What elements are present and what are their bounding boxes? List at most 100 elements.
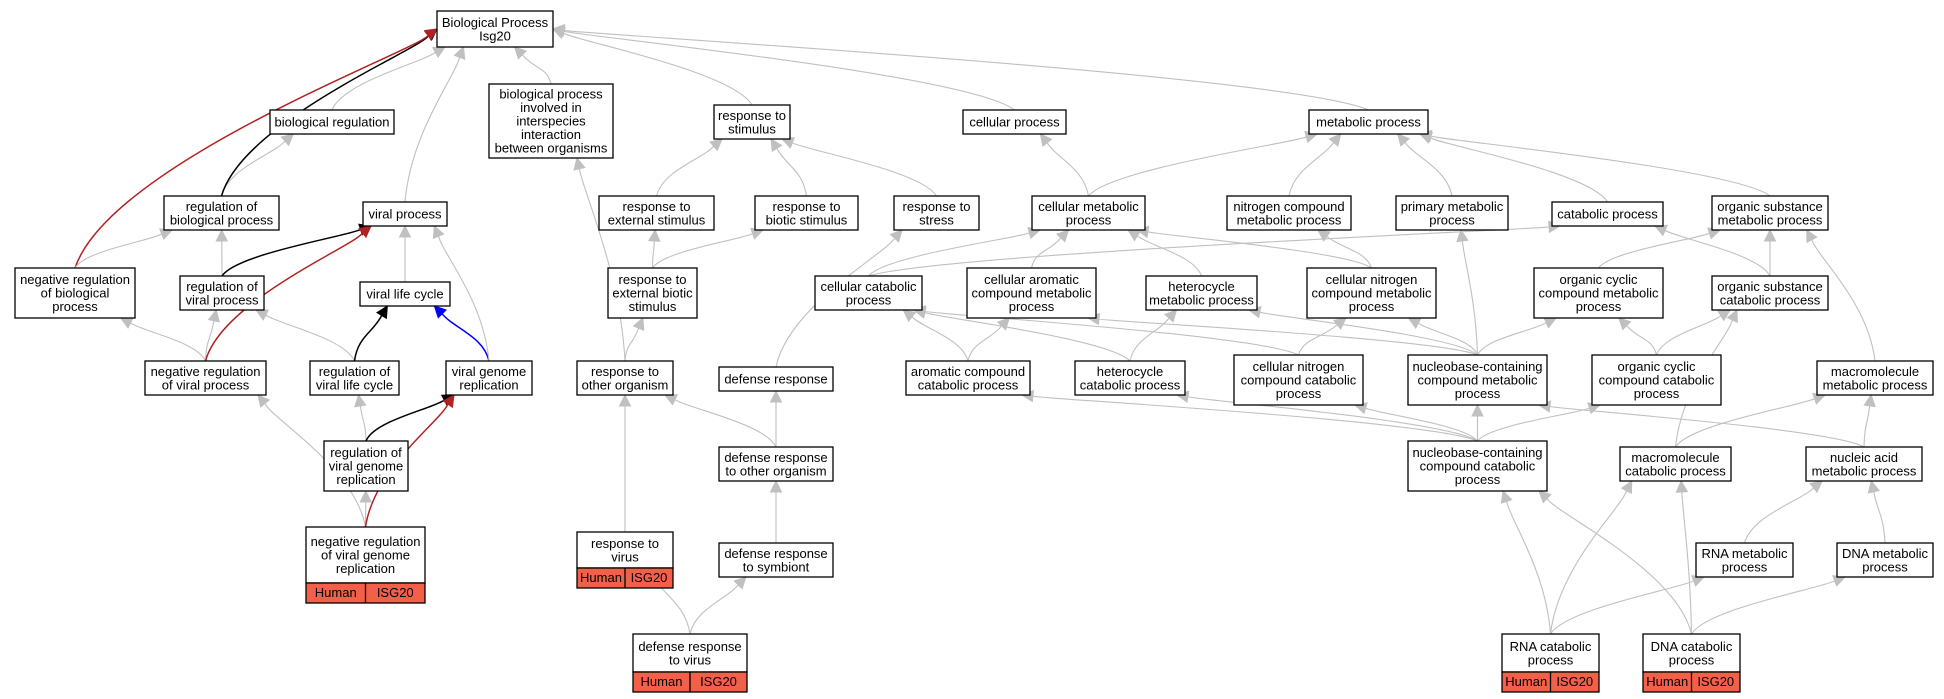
go-term-node[interactable]: catabolic process [1551,201,1664,227]
edge-arrowhead [358,225,372,239]
node-label: regulation of [186,279,258,294]
node-label: external stimulus [608,212,706,227]
edge [792,142,937,197]
edge [563,29,1369,111]
edge [624,327,640,362]
node-box [1711,195,1829,231]
edge [1664,229,1771,277]
node-label: metabolic process [1823,377,1928,392]
edge [204,320,215,362]
node-label: heterocycle [1097,364,1163,379]
node-label: to virus [669,652,711,667]
edge [1032,395,1478,442]
go-term-node[interactable]: metabolic process [1308,109,1429,135]
node-box [1407,440,1548,492]
node-label: external biotic [612,286,693,301]
edge [1811,239,1876,362]
node-label: viral genome [452,364,526,379]
edge [578,168,626,362]
go-term-node[interactable]: viral life cycle [359,281,451,307]
node-label: Isg20 [479,28,511,43]
node-label: compound catabolic [1420,459,1536,474]
edge [1549,490,1628,635]
annotation-gene: ISG20 [1556,674,1593,689]
node-box [179,275,265,311]
edge-arrowhead [1618,317,1632,331]
edge-arrowhead [1396,133,1411,147]
node-box [893,195,980,231]
node-box [1308,109,1429,135]
node-label: viral genome [329,459,403,474]
node-box [144,360,267,396]
edge-arrowhead [442,394,455,409]
go-term-node[interactable]: defense response [718,366,834,392]
go-term-node[interactable]: viral process [362,201,448,227]
node-box [966,267,1097,319]
node-box [1619,446,1732,482]
edge [1681,491,1693,635]
node-label: to symbiont [743,559,810,574]
node-label: process [52,299,98,314]
edge-arrowhead [432,224,445,240]
edge-arrowhead [215,228,229,242]
edges-layer [74,23,1886,635]
node-label: interspecies [516,114,586,129]
annotation-species: Human [580,570,622,585]
node-label: defense response [724,450,827,465]
node-box [1074,360,1186,396]
node-box [754,195,859,231]
edge [204,232,364,362]
node-box [1533,267,1664,319]
edge-arrowhead [551,23,566,37]
node-label: cellular aromatic [984,272,1079,287]
go-term-node[interactable]: cellular process [962,109,1067,135]
node-label: process [1722,559,1768,574]
go-term-node[interactable]: biological regulation [269,109,395,135]
edge [674,399,777,448]
edge [1430,137,1608,203]
